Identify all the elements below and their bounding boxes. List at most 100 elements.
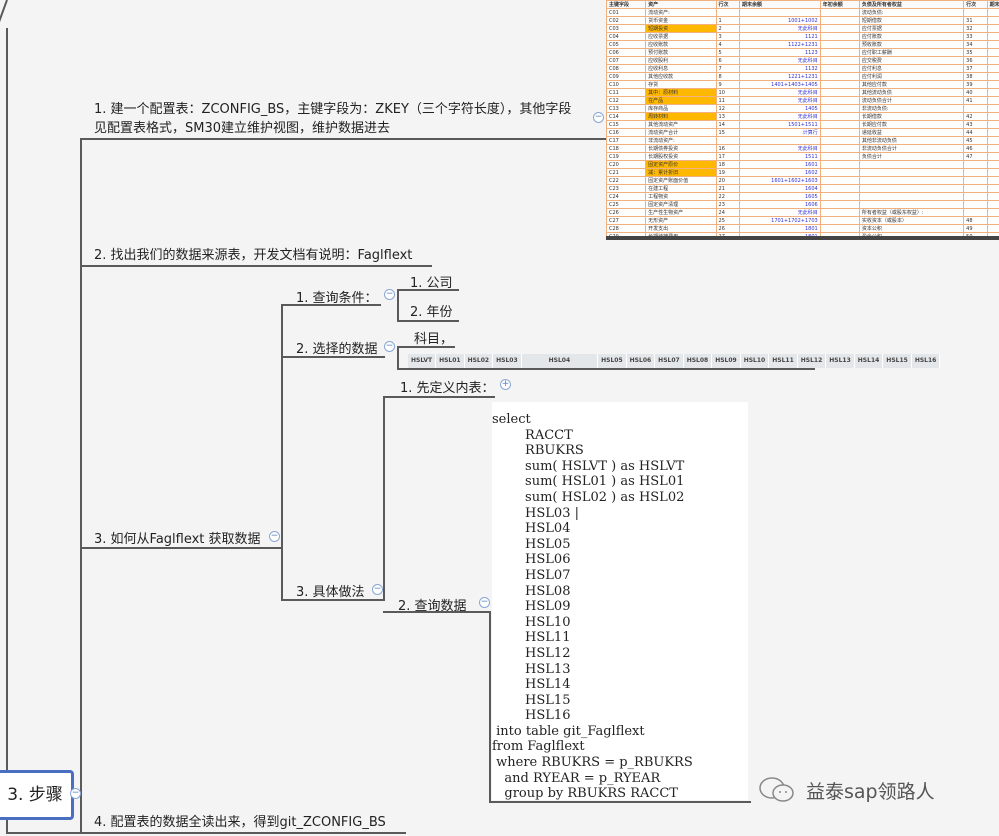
sheet-cell: 流动资产合计 [645,128,717,137]
sheet-cell: 11 [715,96,741,105]
sheet-cell: 生产性生物资产 [645,208,717,217]
sheet-cell [986,184,999,193]
sheet-cell [819,32,860,41]
branch-1-label[interactable]: 1. 建一个配置表：ZCONFIG_BS，主键字段为：ZKEY（三个字符长度），… [94,100,571,138]
sheet-cell: 35 [963,48,988,57]
collapse-icon[interactable]: − [269,531,280,542]
collapse-icon[interactable]: − [384,289,395,300]
sheet-cell: 所有者权益（或股东权益）: [858,208,965,217]
query-data-label[interactable]: 2. 查询数据 [398,599,467,614]
branch-4-label[interactable]: 4. 配置表的数据全读出来，得到git_ZCONFIG_BS [94,815,386,830]
underline-branch-3 [80,547,282,549]
company-label[interactable]: 1. 公司 [410,276,453,291]
sheet-cell: 在建工程 [645,184,717,193]
sheet-cell: 无此科目 [739,112,821,121]
sheet-cell: C03 [606,24,647,33]
sheet-cell [819,152,860,161]
sheet-cell: 31 [963,16,988,25]
sheet-cell: 盈余公积 [858,232,965,236]
code-box-border-left [489,611,491,803]
expand-icon[interactable]: + [500,379,511,390]
sheet-cell: 预付账款 [645,48,717,57]
sheet-cell: C23 [606,184,647,193]
define-table-label[interactable]: 1. 先定义内表： [400,381,495,396]
sheet-cell [963,168,988,177]
sheet-cell: C13 [606,104,647,113]
branch-2-label[interactable]: 2. 找出我们的数据来源表，开发文档有说明：Faglflext [94,248,413,263]
query-conditions-label[interactable]: 1. 查询条件： [296,291,378,306]
sheet-cell: 递延收益 [858,128,965,137]
sheet-cell: 1405 [739,104,821,113]
sheet-cell [819,56,860,65]
sheet-cell: 10 [715,88,741,97]
sheet-cell: 其他非流动负债 [858,136,965,145]
method-label[interactable]: 3. 具体做法 [296,585,365,600]
sheet-cell: 42 [963,112,988,121]
sheet-cell [819,64,860,73]
sheet-cell: C09 [606,72,647,81]
sheet-cell: 20 [715,176,741,185]
sheet-cell: 2001 [986,16,999,25]
sheet-cell: C01 [606,8,647,17]
sheet-cell: 计算行 [739,128,821,137]
sheet-cell: 43 [963,120,988,129]
sheet-header-cell: 年初余额 [819,0,860,9]
selected-data-label[interactable]: 2. 选择的数据 [296,342,378,357]
sheet-cell: 2241 [986,80,999,89]
year-label[interactable]: 2. 年份 [410,305,453,320]
sheet-cell: 9 [715,80,741,89]
sheet-cell: 27 [715,232,741,236]
watermark-text: 益泰sap领路人 [806,780,935,803]
sheet-cell: 固定资产清理 [645,200,717,209]
sheet-row: C03短期投资2无此科目应付票据322002 [606,24,999,33]
collapse-icon[interactable]: − [593,112,604,123]
sheet-cell: 5 [715,48,741,57]
sheet-cell: 1701+1702+1703 [739,216,821,225]
collapse-icon[interactable]: − [372,584,383,595]
sheet-cell: 无此科目 [739,56,821,65]
underline-query-cond [281,304,381,306]
collapse-icon[interactable]: − [479,597,490,608]
sheet-cell: 50 [963,232,988,236]
branch-1-line2: 见配置表格式，SM30建立维护视图，维护数据进去 [94,121,391,136]
spine-branch-3 [281,304,283,600]
sheet-row: C18长期债券投资16无此科目非流动负债合计46计算行 [606,144,999,153]
sheet-cell: 开发支出 [645,224,717,233]
sheet-cell: 1605 [739,192,821,201]
collapse-icon[interactable]: − [70,788,81,799]
sheet-cell: C27 [606,216,647,225]
sheet-cell: 26 [715,224,741,233]
underline-account [397,346,455,348]
sheet-cell: 4001 [986,216,999,225]
sheet-cell: 库存商品 [645,104,717,113]
sheet-cell: 37 [963,64,988,73]
sheet-cell: 4002 [986,224,999,233]
sheet-cell: 41 [963,96,988,105]
hsl-column-header: HSL10 [741,354,770,368]
sheet-cell: 无此科目 [739,24,821,33]
underline-query-data [383,611,491,613]
sheet-cell: 应收股利 [645,56,717,65]
sheet-cell [819,128,860,137]
sheet-cell [819,120,860,129]
sheet-cell: 存货 [645,80,717,89]
branch-3-label[interactable]: 3. 如何从Faglflext 获取数据 [94,532,261,547]
sheet-cell [963,8,988,17]
sheet-cell: 流动负债合计 [858,96,965,105]
sheet-row: C06预付账款51123应付职工薪酬352211 [606,48,999,57]
root-node[interactable]: 3. 步骤 [0,770,74,820]
sheet-cell [819,104,860,113]
account-label[interactable]: 科目， [414,332,454,347]
underline-branch-1 [80,138,606,140]
collapse-icon[interactable]: − [384,341,395,352]
sheet-cell: 预收账款 [858,40,965,49]
sheet-cell: 资本公积 [858,224,965,233]
sheet-header-cell: 资产 [645,0,717,9]
sheet-cell: 47 [963,152,988,161]
sheet-cell: C28 [606,224,647,233]
abap-code-block: select RACCT RBUKRS sum( HSLVT ) as HSLV… [492,402,748,801]
sheet-cell [963,176,988,185]
